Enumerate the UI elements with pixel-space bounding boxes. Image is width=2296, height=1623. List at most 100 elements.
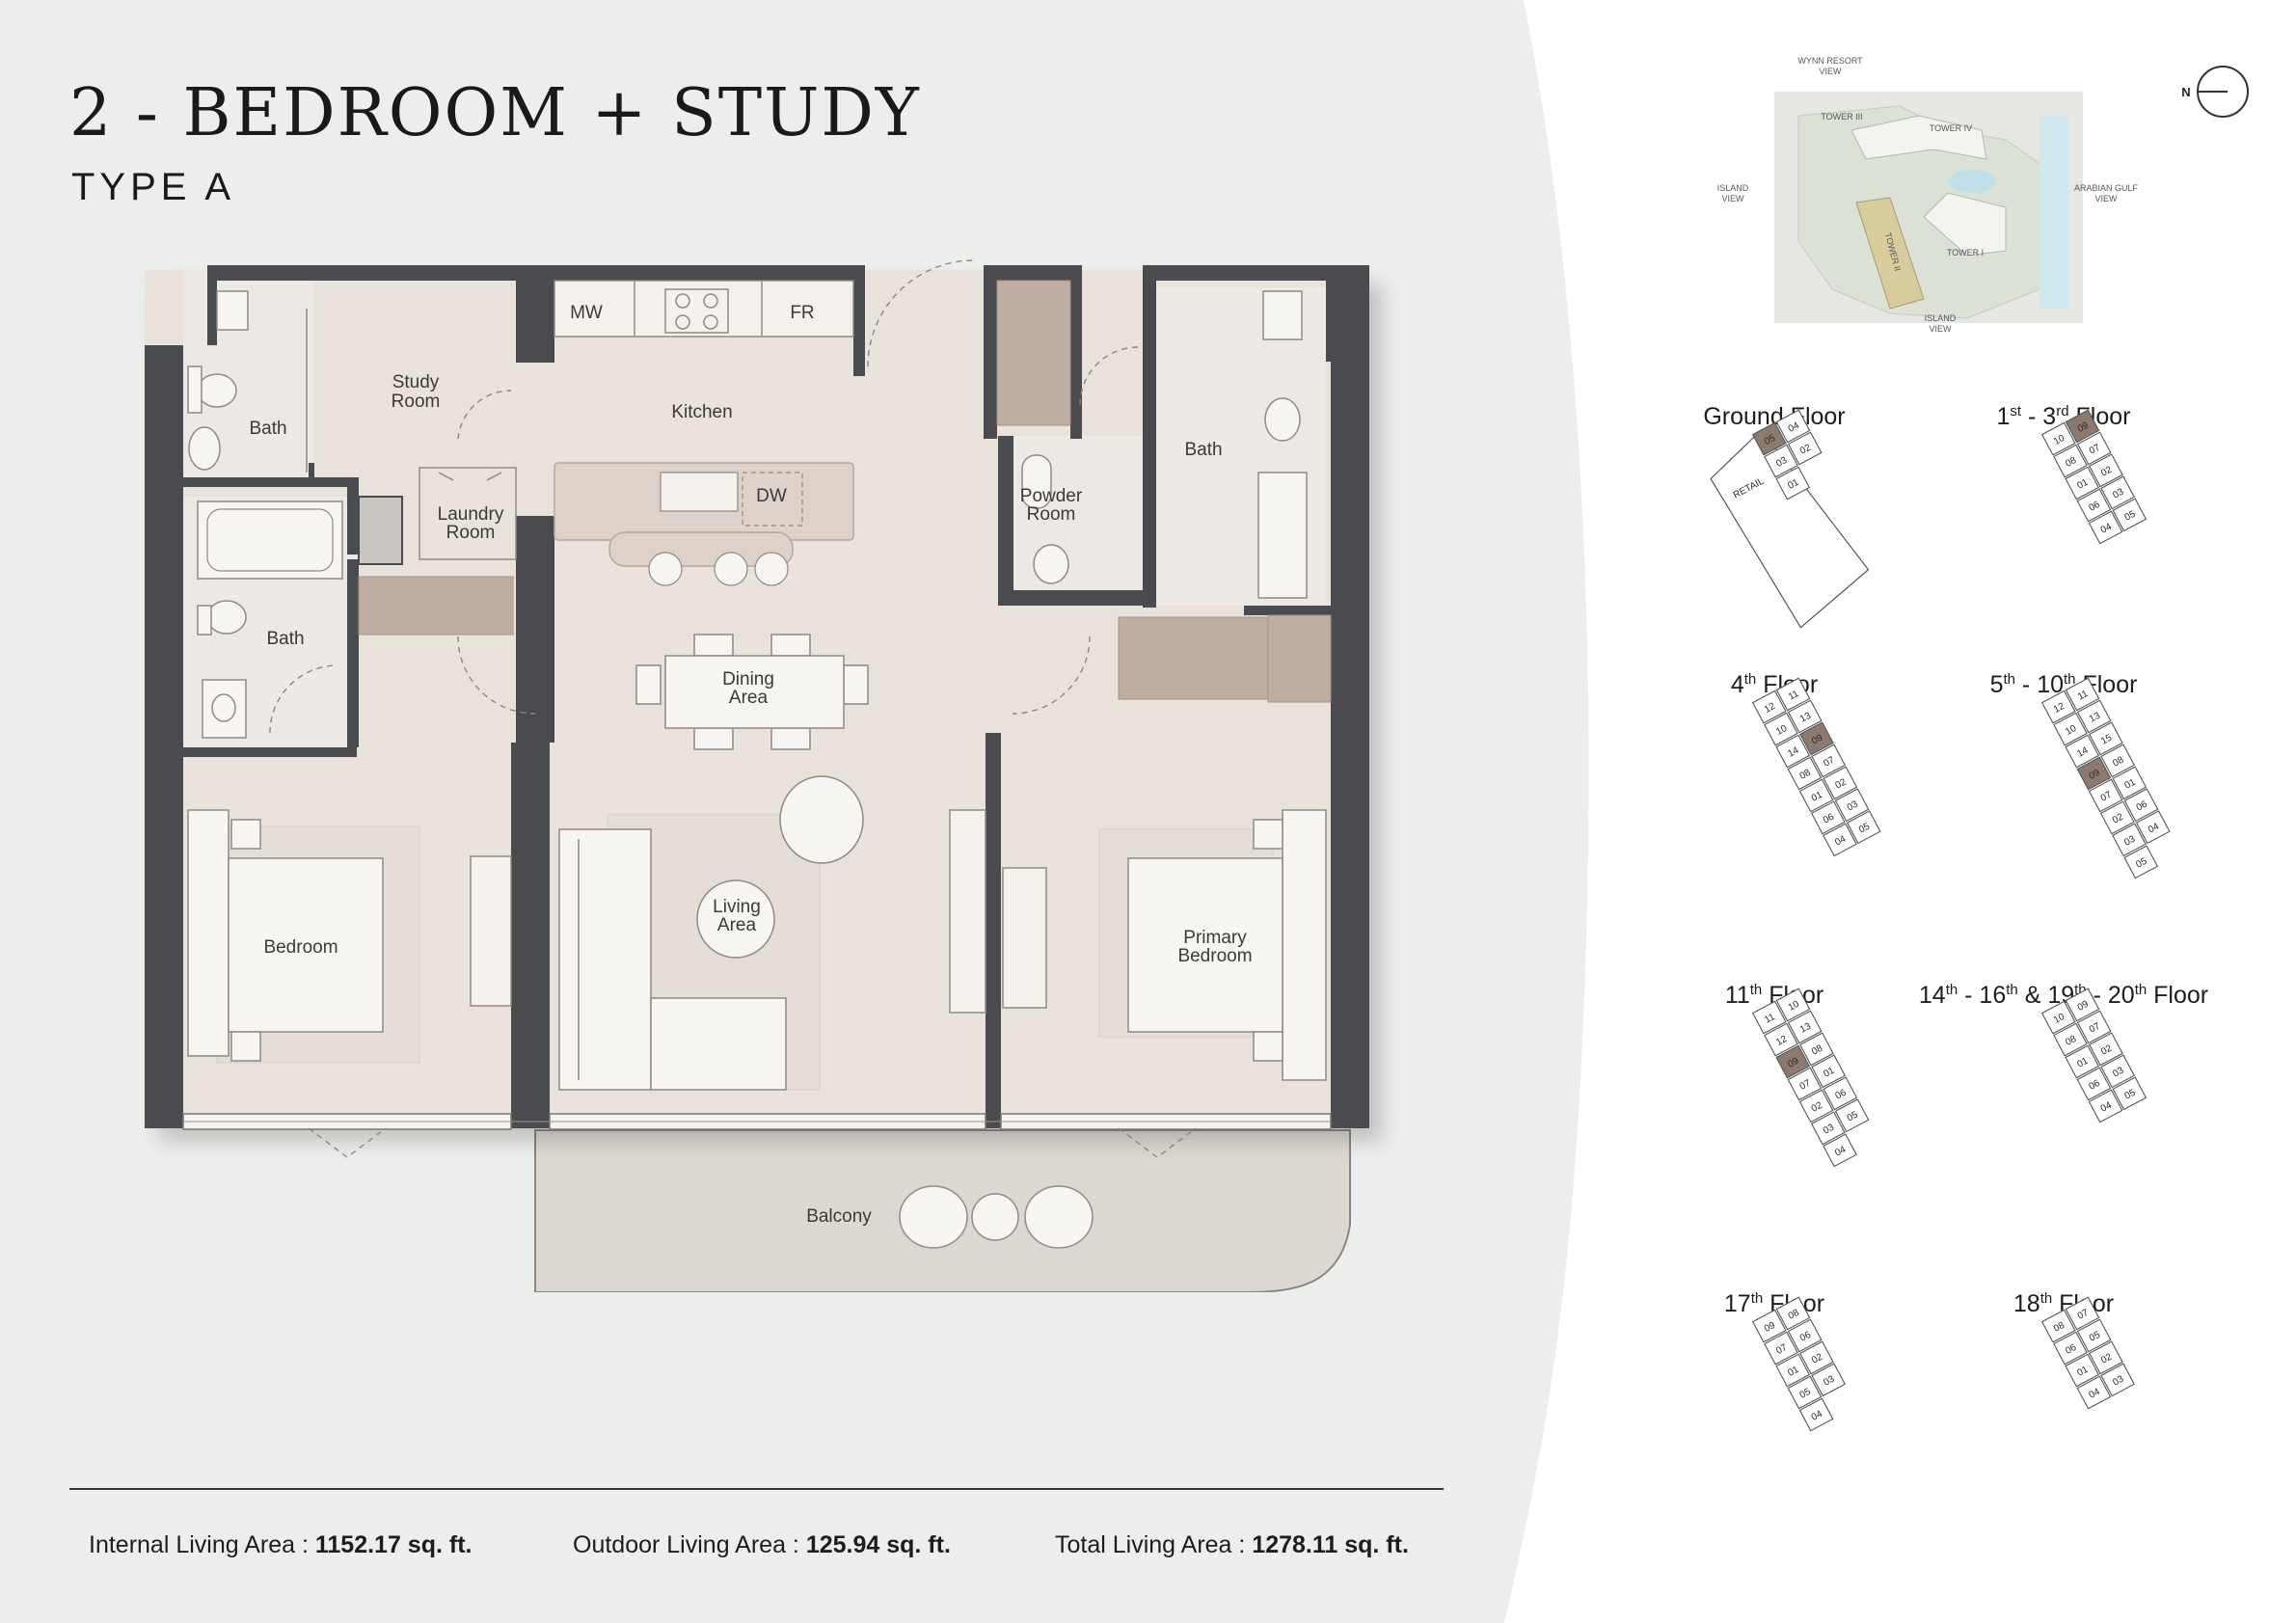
label-kitchen: Kitchen [671,402,732,422]
unit-number: 07 [1822,754,1836,769]
unit-cell [1775,1044,1811,1079]
map-label-tower4: TOWER IV [1930,123,1972,133]
laundry-unit [358,496,403,565]
unit-cell [2100,1363,2135,1397]
unit-cell [1823,823,1857,857]
unit-number: 03 [1822,1123,1836,1137]
unit-cell [2076,1375,2112,1410]
label-primary-1: Primary [1183,928,1247,948]
internal-area-value: 1152.17 sq. ft. [314,1531,473,1558]
unit-cell [1751,1309,1787,1343]
unit-cell [1751,421,1787,456]
map-label-island-left-1: ISLAND [1717,183,1749,193]
unit-number: 08 [1787,1308,1801,1322]
unit-number: 10 [1774,723,1789,738]
top-bath-fixtures [187,290,308,473]
page-title: 2 - BEDROOM + STUDY [69,75,921,151]
unit-cell [2076,1010,2112,1044]
unit-number: 07 [2099,790,2114,804]
label-study-2: Room [392,392,441,412]
total-area: Total Living Area : 1278.11 sq. ft. [1055,1531,1409,1559]
internal-area: Internal Living Area : 1152.17 sq. ft. [89,1531,472,1559]
unit-number: 10 [1787,999,1801,1014]
unit-cell [1787,1375,1823,1410]
unit-number: 02 [1798,443,1813,457]
unit-cell [1775,734,1811,769]
unit-number: 09 [2076,420,2091,435]
unit-number: 10 [2052,433,2066,447]
wardrobe-left [358,576,514,636]
unit-number: 13 [1798,1021,1813,1036]
wardrobes [470,809,1047,1014]
unit-number: 04 [2147,821,2161,835]
floor-title-3: 5th - 10th Floor [1990,671,2138,698]
unit-cell [1834,788,1870,823]
unit-number: 13 [1798,711,1813,725]
unit-number: 02 [1834,776,1849,791]
label-primary-2: Bedroom [1177,946,1252,966]
label-living-2: Area [717,915,757,935]
label-fr: FR [790,303,814,323]
unit-number: 01 [2123,776,2138,791]
unit-number: 08 [2111,754,2125,769]
label-mw: MW [570,303,603,323]
map-label-arabian-2: VIEW [2094,194,2118,203]
door-swings [269,259,1197,1158]
unit-number: 08 [1810,1043,1824,1058]
label-powder-2: Room [1027,504,1076,525]
unit-cell [2076,488,2112,523]
unit-number: 02 [2099,1043,2114,1058]
unit-number: 07 [2088,443,2102,457]
unit-number: 01 [1810,790,1824,804]
unit-number: 08 [2064,1034,2078,1048]
unit-number: 01 [1822,1065,1836,1079]
unit-number: 02 [2099,1352,2114,1366]
unit-cell [1811,744,1846,778]
outdoor-area-label: Outdoor Living Area : [573,1531,806,1558]
unit-number: 08 [1798,768,1813,782]
unit-cell [2089,1340,2123,1375]
map-label-wynn-1: WYNN RESORT [1797,56,1863,66]
unit-cell [1751,1000,1787,1035]
unit-number: 06 [1798,1330,1813,1344]
unit-cell [2100,475,2135,510]
unit-number: 11 [1763,1012,1777,1026]
primary-bed [1127,809,1327,1081]
unit-number: 01 [2075,1056,2090,1070]
unit-cell [2053,1331,2088,1366]
label-bath-top: Bath [249,419,286,439]
label-bedroom: Bedroom [263,937,338,958]
unit-number: 05 [2123,1087,2138,1101]
unit-cell [1810,1111,1846,1146]
unit-number: 14 [1786,745,1800,760]
unit-number: 07 [2076,1308,2091,1322]
right-bath-fixtures [1021,290,1308,599]
unit-cell [2112,823,2147,857]
outdoor-area-value: 125.94 sq. ft. [805,1531,951,1558]
label-study-1: Study [392,372,440,392]
unit-number: 12 [2052,701,2066,716]
coffee-table [696,879,775,959]
unit-number: 02 [1810,1100,1824,1115]
floor-plan: Bath Study Room Laundry Room Kitchen MW … [145,259,1369,1292]
unit-number: 04 [2099,1100,2114,1115]
left-bathtub [197,500,343,580]
unit-number: 01 [2075,1365,2090,1379]
label-dw: DW [756,486,787,506]
unit-cell [2076,431,2112,466]
unit-number: 08 [2052,1320,2066,1335]
total-area-label: Total Living Area : [1055,1531,1253,1558]
unit-number: 03 [2111,1065,2125,1079]
unit-cell [1775,987,1811,1022]
unit-cell [2065,1296,2100,1331]
unit-cell [1787,1318,1823,1353]
unit-number: 13 [2088,711,2102,725]
unit-cell [2065,987,2100,1022]
unit-cell [2065,466,2100,500]
label-dining-2: Area [729,688,769,708]
unit-number: 03 [2111,486,2125,500]
map-label-tower3: TOWER III [1821,112,1862,122]
